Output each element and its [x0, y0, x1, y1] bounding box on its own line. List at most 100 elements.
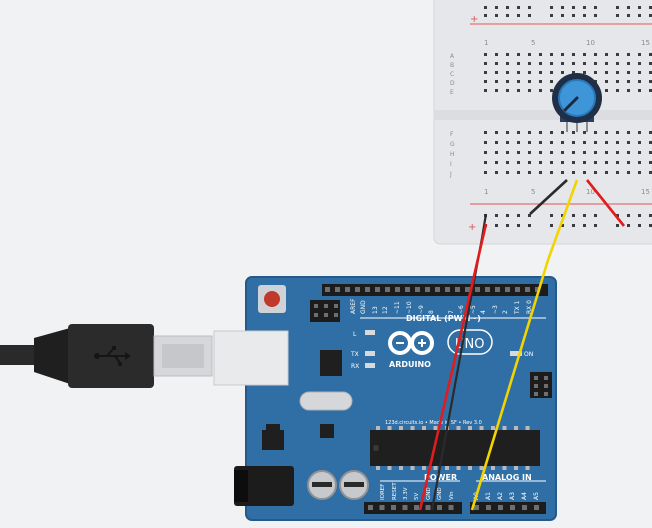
breadboard-hole[interactable] [561, 131, 564, 134]
rail-hole[interactable] [561, 214, 564, 217]
breadboard-hole[interactable] [539, 131, 542, 134]
rail-hole[interactable] [583, 6, 586, 9]
header-pin[interactable] [525, 287, 530, 292]
breadboard-hole[interactable] [506, 151, 509, 154]
icsp-header-right[interactable] [530, 372, 552, 398]
header-pin[interactable] [405, 287, 410, 292]
wires[interactable] [418, 179, 626, 511]
breadboard-hole[interactable] [506, 71, 509, 74]
header-pin[interactable] [425, 287, 430, 292]
breadboard-hole[interactable] [627, 53, 630, 56]
header-pin[interactable] [379, 505, 385, 510]
breadboard-hole[interactable] [616, 71, 619, 74]
rail-hole[interactable] [638, 214, 641, 217]
breadboard-hole[interactable] [616, 89, 619, 92]
breadboard-hole[interactable] [528, 141, 531, 144]
breadboard-hole[interactable] [561, 161, 564, 164]
rail-hole[interactable] [594, 214, 597, 217]
breadboard-hole[interactable] [506, 80, 509, 83]
header-pin[interactable] [445, 287, 450, 292]
breadboard-hole[interactable] [495, 141, 498, 144]
breadboard-hole[interactable] [484, 131, 487, 134]
rail-hole[interactable] [627, 224, 630, 227]
breadboard-hole[interactable] [605, 171, 608, 174]
rail-hole[interactable] [528, 224, 531, 227]
breadboard-hole[interactable] [605, 62, 608, 65]
breadboard-hole[interactable] [561, 53, 564, 56]
breadboard-hole[interactable] [517, 151, 520, 154]
header-pin[interactable] [515, 287, 520, 292]
icsp-header-top[interactable] [310, 300, 340, 322]
breadboard-hole[interactable] [550, 131, 553, 134]
breadboard-hole[interactable] [506, 62, 509, 65]
breadboard-hole[interactable] [550, 161, 553, 164]
breadboard-hole[interactable] [627, 131, 630, 134]
breadboard-hole[interactable] [517, 89, 520, 92]
breadboard-hole[interactable] [594, 53, 597, 56]
header-pin[interactable] [325, 287, 330, 292]
breadboard-hole[interactable] [506, 161, 509, 164]
breadboard-hole[interactable] [550, 141, 553, 144]
breadboard-hole[interactable] [517, 80, 520, 83]
rail-hole[interactable] [616, 224, 619, 227]
header-pin[interactable] [474, 505, 479, 510]
rail-hole[interactable] [649, 6, 652, 9]
breadboard-hole[interactable] [627, 171, 630, 174]
breadboard-body[interactable] [433, 0, 652, 245]
rail-hole[interactable] [561, 6, 564, 9]
breadboard-hole[interactable] [550, 53, 553, 56]
breadboard-hole[interactable] [561, 62, 564, 65]
rail-hole[interactable] [561, 224, 564, 227]
breadboard-hole[interactable] [627, 151, 630, 154]
board-usb-port[interactable] [213, 330, 289, 386]
breadboard-hole[interactable] [528, 131, 531, 134]
header-pin[interactable] [448, 505, 454, 510]
header-pin[interactable] [345, 287, 350, 292]
rail-hole[interactable] [550, 224, 553, 227]
rail-hole[interactable] [616, 214, 619, 217]
breadboard-hole[interactable] [616, 151, 619, 154]
header-pin[interactable] [510, 505, 515, 510]
rail-hole[interactable] [517, 6, 520, 9]
breadboard-hole[interactable] [517, 141, 520, 144]
rail-hole[interactable] [583, 224, 586, 227]
header-pin[interactable] [395, 287, 400, 292]
breadboard-hole[interactable] [616, 161, 619, 164]
header-pin[interactable] [485, 287, 490, 292]
breadboard-hole[interactable] [528, 71, 531, 74]
header-pin[interactable] [437, 505, 442, 510]
breadboard-hole[interactable] [627, 89, 630, 92]
breadboard-hole[interactable] [495, 131, 498, 134]
breadboard-hole[interactable] [561, 171, 564, 174]
rail-hole[interactable] [627, 6, 630, 9]
breadboard-hole[interactable] [517, 161, 520, 164]
rail-hole[interactable] [638, 6, 641, 9]
breadboard-hole[interactable] [616, 131, 619, 134]
breadboard-hole[interactable] [627, 80, 630, 83]
breadboard-hole[interactable] [638, 131, 641, 134]
breadboard-hole[interactable] [649, 53, 652, 56]
breadboard-hole[interactable] [506, 89, 509, 92]
breadboard-hole[interactable] [550, 80, 553, 83]
breadboard-hole[interactable] [594, 171, 597, 174]
rail-hole[interactable] [583, 214, 586, 217]
breadboard-hole[interactable] [506, 131, 509, 134]
breadboard-hole[interactable] [484, 53, 487, 56]
rail-hole[interactable] [649, 224, 652, 227]
breadboard-hole[interactable] [517, 62, 520, 65]
rail-hole[interactable] [550, 214, 553, 217]
breadboard-hole[interactable] [627, 141, 630, 144]
breadboard-hole[interactable] [506, 53, 509, 56]
rail-hole[interactable] [638, 224, 641, 227]
header-pin[interactable] [365, 287, 370, 292]
breadboard-hole[interactable] [528, 53, 531, 56]
breadboard-hole[interactable] [539, 171, 542, 174]
rail-hole[interactable] [572, 6, 575, 9]
breadboard-hole[interactable] [572, 53, 575, 56]
header-pin[interactable] [455, 287, 460, 292]
top-terminal-holes[interactable] [484, 53, 652, 92]
header-pin[interactable] [435, 287, 440, 292]
breadboard-hole[interactable] [638, 53, 641, 56]
breadboard-hole[interactable] [638, 80, 641, 83]
breadboard-hole[interactable] [594, 62, 597, 65]
